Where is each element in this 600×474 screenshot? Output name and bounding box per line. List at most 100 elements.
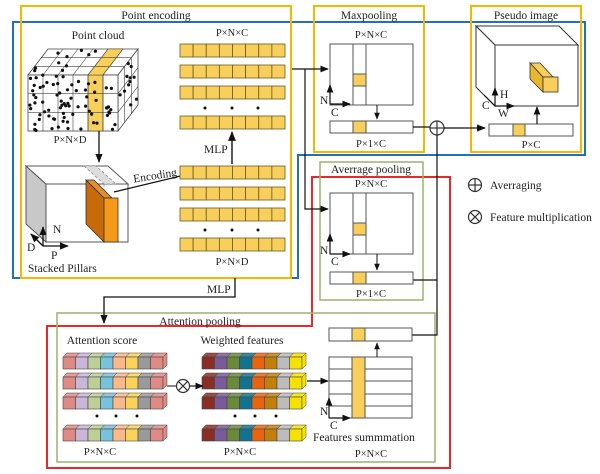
grid-line — [102, 48, 124, 76]
block-cell — [112, 396, 126, 410]
feature-cell — [205, 186, 220, 201]
point — [60, 103, 64, 107]
point — [28, 103, 32, 107]
point — [50, 127, 54, 131]
point — [34, 76, 38, 80]
block-cell — [137, 356, 151, 370]
block-cell — [201, 396, 215, 410]
avgpool-to-oplus-line — [413, 135, 438, 281]
block-cell — [87, 428, 101, 442]
feature-cell — [232, 165, 247, 180]
block-cell — [226, 356, 240, 370]
feature-cell — [192, 207, 207, 222]
feature-cell — [218, 64, 233, 79]
point — [61, 75, 65, 79]
point — [84, 104, 88, 108]
block-side — [162, 352, 168, 370]
point — [41, 73, 45, 77]
summation-matrix — [328, 327, 413, 419]
feature-cell — [205, 115, 220, 130]
block-cell — [150, 376, 164, 390]
point — [41, 84, 45, 88]
feature-cell — [192, 237, 207, 252]
point — [41, 100, 45, 104]
point — [56, 82, 60, 86]
feature-cell — [258, 64, 273, 79]
block-cell — [289, 356, 303, 370]
point — [57, 61, 61, 65]
point — [62, 102, 66, 106]
feature-row — [179, 85, 286, 100]
block-cell — [125, 356, 139, 370]
attention-frame — [46, 176, 451, 469]
feature-cell — [258, 115, 273, 130]
point — [128, 76, 132, 80]
ellipsis-dot — [230, 228, 234, 232]
attention-pooling-title: Attention pooling — [159, 316, 241, 328]
block-row — [62, 352, 168, 370]
feature-cell — [258, 85, 273, 100]
block-cell — [87, 396, 101, 410]
block-side — [301, 372, 307, 390]
block-side — [162, 424, 168, 442]
point — [87, 53, 91, 57]
weighted-features-label: Weighted features — [200, 335, 284, 347]
avgpool-output-dims: P×1×C — [356, 289, 386, 300]
point — [43, 110, 47, 114]
point — [127, 83, 131, 87]
average-pooling-frame — [319, 161, 424, 301]
point — [104, 86, 108, 90]
block-cell — [112, 428, 126, 442]
block-cell — [226, 396, 240, 410]
point — [129, 64, 133, 69]
pseudo-vector-dims: P×C — [522, 140, 541, 151]
feature-cell — [179, 186, 194, 201]
point — [47, 114, 51, 118]
point — [33, 127, 37, 132]
point — [85, 95, 89, 99]
point — [93, 90, 97, 94]
point-cloud-cube — [27, 47, 139, 133]
oplus-icon — [429, 120, 445, 136]
block-cell — [137, 396, 151, 410]
point — [65, 88, 70, 92]
attention-score-label: Attention score — [67, 335, 138, 347]
feature-cell — [192, 43, 207, 58]
point — [58, 91, 62, 95]
ellipsis-dot — [256, 228, 260, 232]
point — [56, 125, 61, 129]
feature-row — [179, 237, 286, 252]
average-pooling-title: Averrage pooling — [331, 164, 411, 176]
point — [33, 122, 37, 126]
pseudo-image-title: Pseudo image — [494, 10, 558, 22]
feature-cell — [179, 43, 194, 58]
point-encoding-frame — [20, 5, 292, 279]
feature-cell — [258, 186, 273, 201]
maxpool-axis-n: N — [320, 95, 329, 107]
feature-row — [179, 115, 286, 130]
block-cell — [214, 356, 228, 370]
ellipsis-dot — [203, 106, 207, 110]
pillar-frame — [12, 21, 586, 279]
point — [109, 108, 113, 112]
ellipsis-dot — [114, 414, 118, 418]
feature-cell — [271, 207, 286, 222]
point — [53, 117, 57, 121]
block-cell — [100, 376, 114, 390]
block-cell — [239, 396, 253, 410]
grid-line — [42, 48, 64, 76]
point — [58, 106, 63, 110]
point — [32, 83, 36, 87]
block-cell — [239, 356, 253, 370]
feature-cell — [179, 85, 194, 100]
attention-score-rows — [62, 352, 168, 442]
block-cell — [150, 356, 164, 370]
ellipsis-dot — [95, 414, 99, 418]
feature-row — [179, 186, 286, 201]
feature-cell — [179, 165, 194, 180]
summation-label: Features summmation — [313, 432, 415, 444]
feature-cell — [258, 165, 273, 180]
features-to-avgpool-arrow — [304, 69, 329, 213]
block-cell — [201, 428, 215, 442]
point — [56, 51, 60, 55]
